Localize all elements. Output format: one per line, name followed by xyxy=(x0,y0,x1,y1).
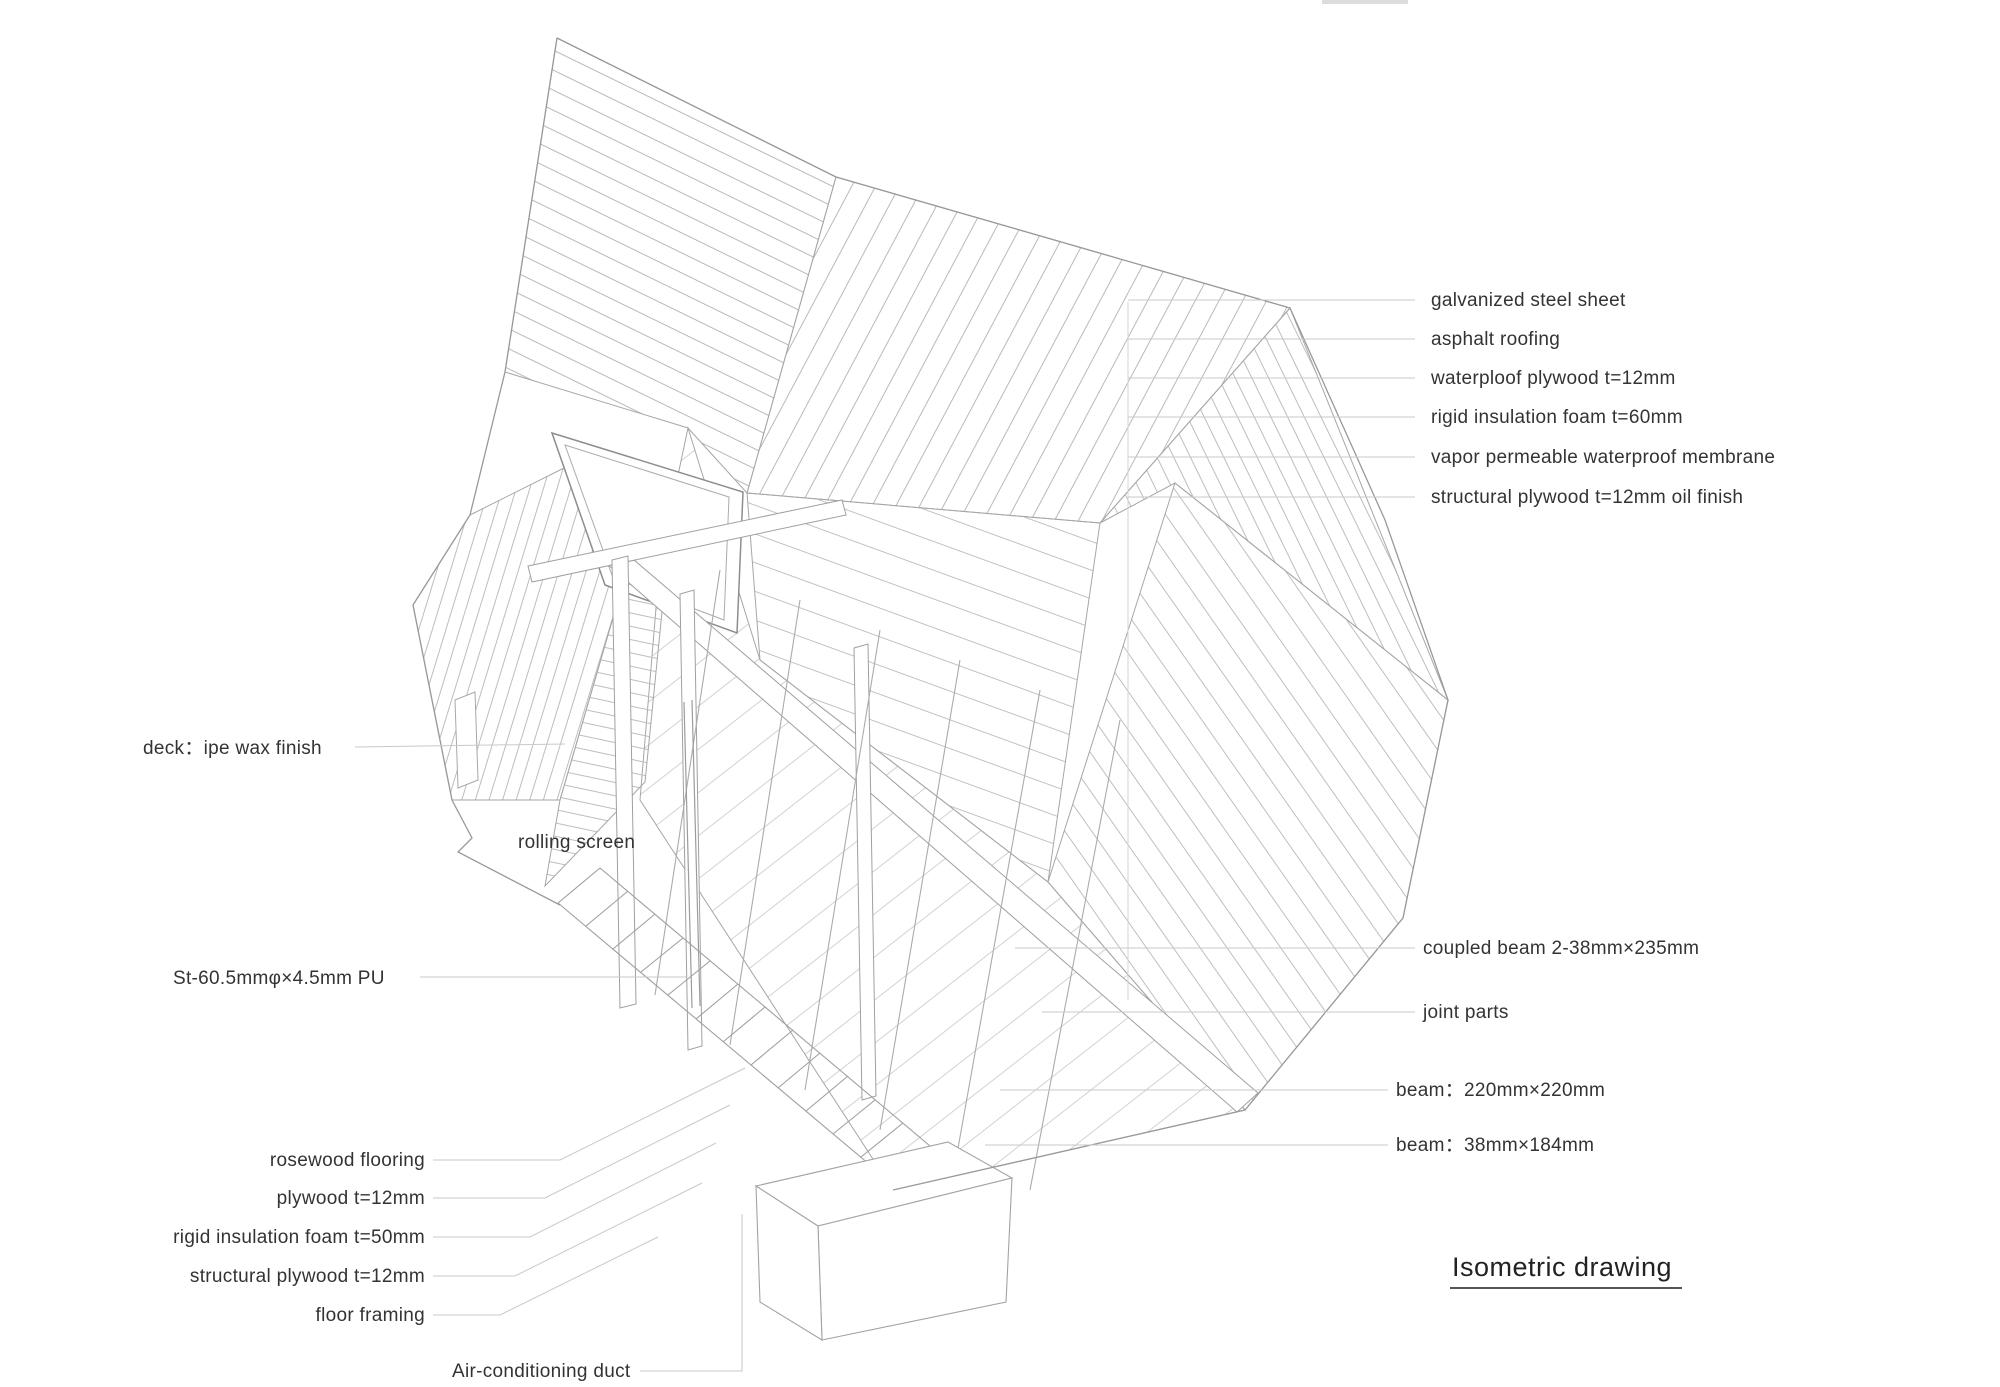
label-joint-parts: joint parts xyxy=(1423,1002,1509,1023)
label-structural-plywood-12: structural plywood t=12mm xyxy=(189,1266,425,1287)
silhouette-right xyxy=(556,37,1449,1191)
post xyxy=(679,589,703,1051)
label-steel-pipe: St-60.5mmφ×4.5mm PU xyxy=(173,968,385,989)
silhouette-left xyxy=(412,37,561,906)
window-frame-inner xyxy=(564,444,730,621)
top-edge-mark xyxy=(1322,0,1408,4)
label-structural-plywood-oil: structural plywood t=12mm oil finish xyxy=(1431,487,1744,508)
post xyxy=(611,555,637,1009)
cross-beam xyxy=(527,499,847,583)
label-coupled-beam: coupled beam 2-38mm×235mm xyxy=(1423,938,1700,959)
label-galvanized-steel-sheet: galvanized steel sheet xyxy=(1431,290,1626,311)
label-rigid-insulation-60: rigid insulation foam t=60mm xyxy=(1431,407,1683,428)
label-rolling-screen: rolling screen xyxy=(518,832,636,853)
label-plywood-12: plywood t=12mm xyxy=(276,1188,425,1209)
base-plinth xyxy=(754,1141,1014,1342)
label-rosewood-flooring: rosewood flooring xyxy=(269,1150,425,1171)
drawing-title: Isometric drawing xyxy=(1450,1252,1683,1289)
label-vapor-membrane: vapor permeable waterproof membrane xyxy=(1431,447,1776,468)
interior-beams xyxy=(527,499,1259,1113)
label-waterploof-plywood: waterploof plywood t=12mm xyxy=(1431,368,1676,389)
label-asphalt-roofing: asphalt roofing xyxy=(1431,329,1561,350)
window xyxy=(550,431,744,635)
leader-lines xyxy=(354,299,1415,1372)
label-beam-38: beam：38mm×184mm xyxy=(1396,1135,1595,1156)
label-deck-finish: deck：ipe wax finish xyxy=(143,738,322,759)
label-beam-220: beam：220mm×220mm xyxy=(1396,1080,1606,1101)
rafters xyxy=(654,569,1121,1191)
label-floor-framing: floor framing xyxy=(315,1305,425,1326)
label-rigid-insulation-50: rigid insulation foam t=50mm xyxy=(173,1227,425,1248)
steel-pipe-column xyxy=(683,699,701,1009)
rolling-screen-box xyxy=(454,691,479,789)
label-ac-duct: Air-conditioning duct xyxy=(452,1361,631,1382)
